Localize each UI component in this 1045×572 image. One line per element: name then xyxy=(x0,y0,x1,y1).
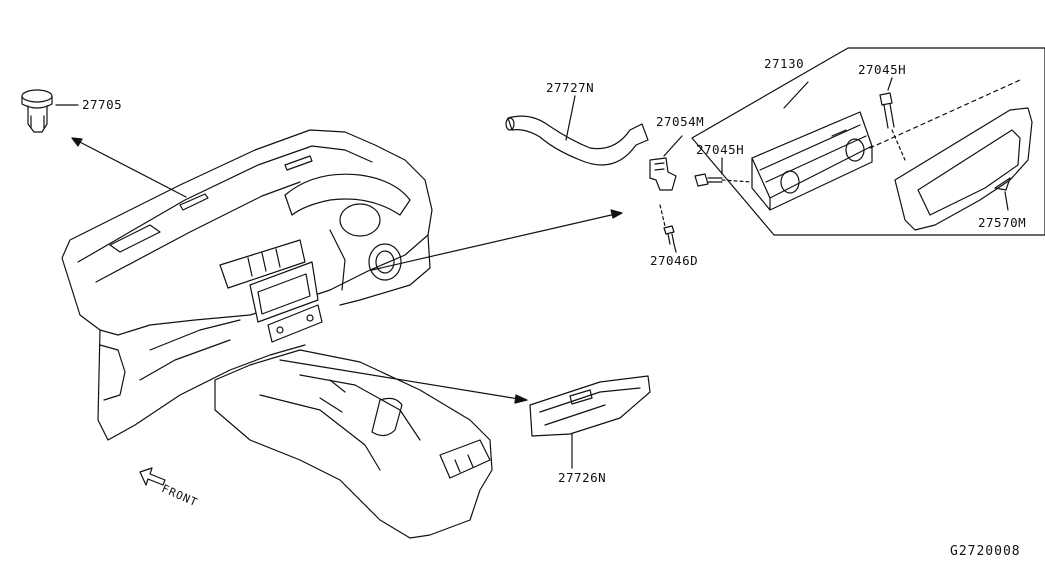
label-27570M: 27570M xyxy=(978,215,1027,230)
part-27570M-bezel xyxy=(894,107,1033,231)
front-arrow-icon xyxy=(139,467,166,486)
label-27054M: 27054M xyxy=(656,114,705,129)
part-27045H-screw-top xyxy=(879,77,906,161)
part-27130-control-unit xyxy=(751,81,873,211)
label-27045H-top: 27045H xyxy=(858,62,907,77)
label-27045H-left: 27045H xyxy=(696,142,745,157)
part-27045H-screw-left xyxy=(694,157,753,187)
dashboard-assembly xyxy=(61,129,493,539)
pointer-arrows xyxy=(71,137,623,404)
diagram-code: G2720008 xyxy=(950,544,1021,559)
part-27054M-sensor xyxy=(649,135,683,191)
label-27726N: 27726N xyxy=(558,470,607,485)
part-27046D-screw xyxy=(659,204,677,253)
label-27705: 27705 xyxy=(82,97,123,112)
label-27727N: 27727N xyxy=(546,80,595,95)
label-27046D: 27046D xyxy=(650,253,699,268)
part-27705-clip xyxy=(21,89,79,133)
label-27130: 27130 xyxy=(764,56,805,71)
detail-box xyxy=(691,47,1045,236)
part-27727N-hose xyxy=(505,95,649,166)
part-27726N-duct xyxy=(529,375,651,469)
